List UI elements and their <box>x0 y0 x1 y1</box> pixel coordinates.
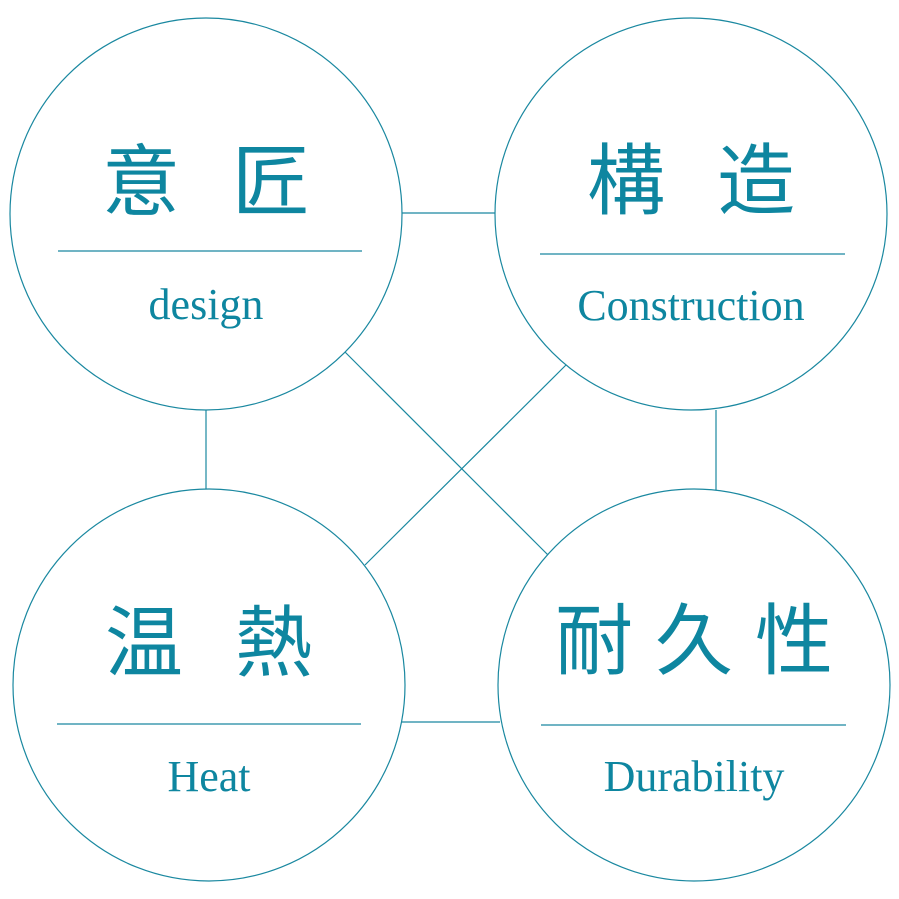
node-heat-label: Heat <box>167 752 251 801</box>
circle-heat <box>12 488 406 882</box>
node-construction-label: Construction <box>577 281 805 330</box>
circle-durability <box>497 488 891 882</box>
node-design-kanji: 意匠 <box>101 138 362 228</box>
node-heat-kanji: 温熱 <box>104 599 365 689</box>
connector-design-durability <box>344 351 549 556</box>
node-construction-kanji: 構造 <box>586 137 847 227</box>
circle-design <box>9 17 403 411</box>
node-durability-kanji: 耐久性 <box>554 597 855 687</box>
node-design-label: design <box>148 280 264 329</box>
connector-construction-heat <box>364 364 567 566</box>
node-durability-label: Durability <box>603 752 785 801</box>
circle-construction <box>494 17 888 411</box>
